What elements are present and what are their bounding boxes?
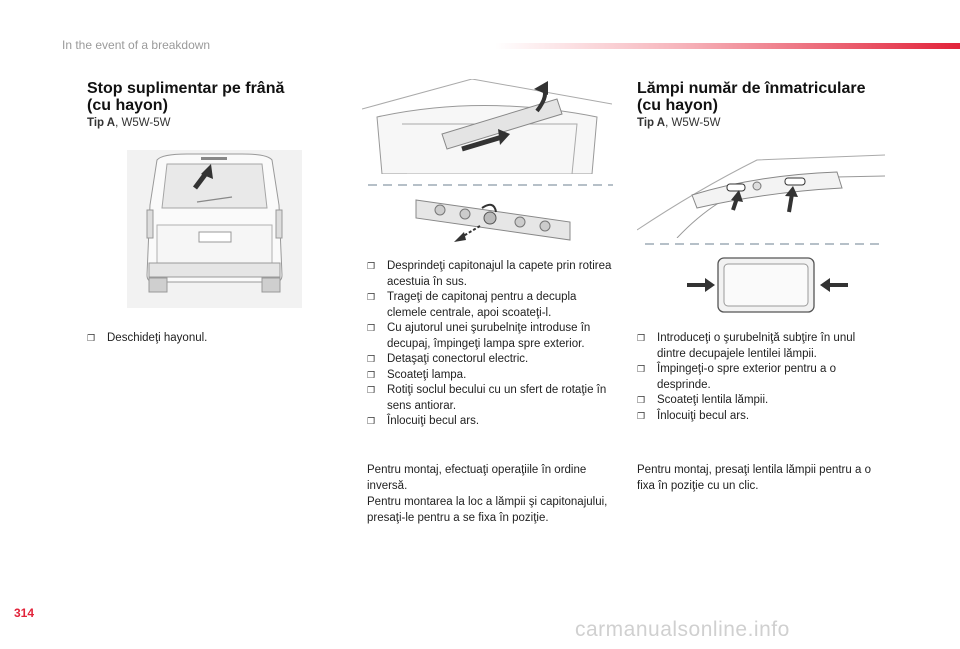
middle-step: Scoateţi lampa. bbox=[367, 368, 617, 384]
header-accent-bar bbox=[495, 43, 960, 49]
left-title-line1: Stop suplimentar pe frână bbox=[87, 80, 285, 97]
tailgate-trim-illustration bbox=[362, 79, 612, 174]
right-title-line2: (cu hayon) bbox=[637, 97, 718, 114]
middle-reassembly-note: Pentru montaj, efectuaţi operaţiile în o… bbox=[367, 464, 608, 524]
left-bulb-type: Tip A, W5W-5W bbox=[87, 117, 171, 129]
right-step: Scoateţi lentila lămpii. bbox=[637, 393, 887, 409]
van-rear-illustration bbox=[127, 150, 302, 308]
page-number: 314 bbox=[14, 606, 35, 620]
right-step: Introduceţi o şurubelniţă subţire în unu… bbox=[637, 331, 887, 362]
right-reassembly-note: Pentru montaj, presaţi lentila lămpii pe… bbox=[637, 464, 871, 492]
section-header: In the event of a breakdown bbox=[62, 38, 211, 52]
right-step-list: Introduceţi o şurubelniţă subţire în unu… bbox=[637, 331, 887, 424]
right-bulb-type: Tip A, W5W-5W bbox=[637, 117, 721, 129]
middle-step: Trageţi de capitonaj pentru a decupla cl… bbox=[367, 290, 617, 321]
middle-step: Desprindeţi capitonajul la capete prin r… bbox=[367, 259, 617, 290]
left-step-list: Deschideţi hayonul. bbox=[87, 331, 317, 347]
right-type-value: , W5W-5W bbox=[665, 117, 721, 129]
left-title: Stop suplimentar pe frână (cu hayon) bbox=[87, 80, 317, 114]
dashed-divider-right bbox=[645, 243, 885, 245]
plate-lamp-lens-illustration bbox=[687, 257, 848, 313]
left-step: Deschideţi hayonul. bbox=[87, 331, 317, 347]
right-type-label: Tip A bbox=[637, 117, 666, 129]
right-step: Împingeţi-o spre exterior pentru a o des… bbox=[637, 362, 887, 393]
left-type-label: Tip A bbox=[87, 117, 116, 129]
watermark: carmanualsonline.info bbox=[575, 618, 790, 641]
right-title: Lămpi număr de înmatriculare (cu hayon) bbox=[637, 80, 907, 114]
middle-step: Rotiţi soclul becului cu un sfert de rot… bbox=[367, 383, 617, 414]
middle-step-list: Desprindeţi capitonajul la capete prin r… bbox=[367, 259, 617, 430]
dashed-divider bbox=[368, 184, 613, 186]
brake-lamp-unit-illustration bbox=[415, 199, 571, 242]
left-type-value: , W5W-5W bbox=[115, 117, 171, 129]
middle-step: Detaşaţi conectorul electric. bbox=[367, 352, 617, 368]
plate-lamp-location-illustration bbox=[637, 154, 885, 238]
middle-step: Înlocuiţi becul ars. bbox=[367, 414, 617, 430]
middle-step: Cu ajutorul unei şurubelniţe introduse î… bbox=[367, 321, 617, 352]
right-title-line1: Lămpi număr de înmatriculare bbox=[637, 80, 866, 97]
left-title-line2: (cu hayon) bbox=[87, 97, 168, 114]
right-step: Înlocuiţi becul ars. bbox=[637, 409, 887, 425]
